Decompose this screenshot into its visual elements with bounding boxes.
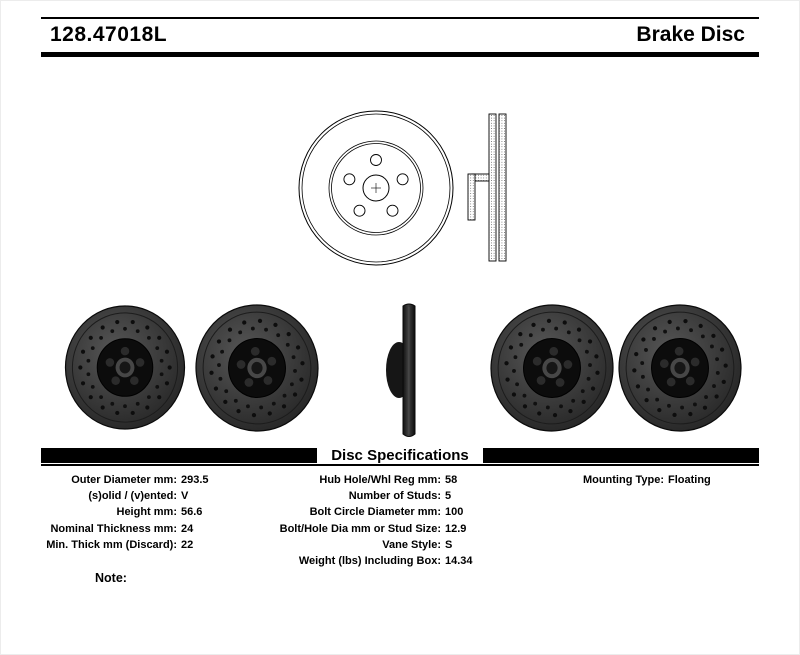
spec-row: Height mm: 56.6 bbox=[39, 504, 269, 520]
note-label: Note: bbox=[95, 571, 127, 585]
spec-value: 14.34 bbox=[445, 555, 473, 568]
spec-label: (s)olid / (v)ented: bbox=[88, 490, 177, 503]
spec-section-title: Disc Specifications bbox=[331, 446, 469, 464]
part-number: 128.47018L bbox=[50, 23, 168, 46]
spec-value: 22 bbox=[181, 538, 194, 551]
spec-column-left: Outer Diameter mm: 293.5 (s)olid / (v)en… bbox=[39, 472, 269, 553]
product-photo-angled-view-2 bbox=[482, 295, 621, 441]
spec-label: Min. Thick mm (Discard): bbox=[46, 538, 177, 551]
spec-label: Weight (lbs) Including Box: bbox=[298, 555, 441, 568]
disc-specifications-header: Disc Specifications bbox=[41, 446, 759, 466]
spec-label: Vane Style: bbox=[382, 538, 441, 551]
spec-column-middle: Hub Hole/Whl Reg mm: 58 Number of Studs:… bbox=[253, 472, 538, 569]
front-view-line-drawing bbox=[298, 110, 454, 266]
product-type-title: Brake Disc bbox=[636, 23, 745, 46]
spec-header-bar-right bbox=[482, 447, 759, 463]
spec-label: Number of Studs: bbox=[348, 490, 441, 503]
spec-value: V bbox=[181, 490, 189, 503]
spec-row: Weight (lbs) Including Box: 14.34 bbox=[253, 553, 538, 569]
spec-value: 58 bbox=[445, 474, 458, 486]
spec-row: Hub Hole/Whl Reg mm: 58 bbox=[253, 472, 538, 488]
header-bottom-rule bbox=[41, 52, 759, 57]
spec-value: 5 bbox=[445, 490, 452, 503]
spec-row: Outer Diameter mm: 293.5 bbox=[39, 472, 269, 488]
spec-row: Min. Thick mm (Discard): 22 bbox=[39, 537, 269, 553]
spec-label: Bolt/Hole Dia mm or Stud Size: bbox=[279, 522, 441, 535]
spec-row: Bolt/Hole Dia mm or Stud Size: 12.9 bbox=[253, 521, 538, 537]
spec-header-bar-left bbox=[41, 447, 318, 463]
spec-value: 24 bbox=[181, 522, 194, 535]
spec-value: S bbox=[445, 538, 453, 551]
spec-row: Bolt Circle Diameter mm: 100 bbox=[253, 504, 538, 520]
spec-label: Nominal Thickness mm: bbox=[50, 522, 177, 535]
spec-label: Bolt Circle Diameter mm: bbox=[309, 506, 441, 519]
product-photo-angled-view-1 bbox=[187, 295, 326, 441]
cross-section-line-drawing bbox=[467, 113, 507, 262]
header-top-rule bbox=[41, 17, 759, 19]
spec-column-right: Mounting Type: Floating bbox=[576, 472, 791, 488]
spec-value: 56.6 bbox=[181, 506, 203, 519]
spec-value: 12.9 bbox=[445, 522, 467, 535]
spec-label: Outer Diameter mm: bbox=[71, 474, 177, 486]
spec-row: (s)olid / (v)ented: V bbox=[39, 488, 269, 504]
spec-label: Height mm: bbox=[116, 506, 178, 519]
product-photo-edge-profile bbox=[386, 303, 416, 437]
spec-row: Number of Studs: 5 bbox=[253, 488, 538, 504]
spec-label: Mounting Type: bbox=[582, 474, 664, 486]
spec-row: Mounting Type: Floating bbox=[576, 472, 791, 488]
spec-row: Vane Style: S bbox=[253, 537, 538, 553]
spec-value: 293.5 bbox=[181, 474, 209, 486]
spec-row: Nominal Thickness mm: 24 bbox=[39, 521, 269, 537]
product-photo-hub-view bbox=[614, 299, 747, 437]
spec-value: Floating bbox=[668, 474, 711, 486]
product-photo-front-view bbox=[63, 304, 187, 431]
spec-label: Hub Hole/Whl Reg mm: bbox=[319, 474, 441, 486]
spec-value: 100 bbox=[445, 506, 464, 519]
